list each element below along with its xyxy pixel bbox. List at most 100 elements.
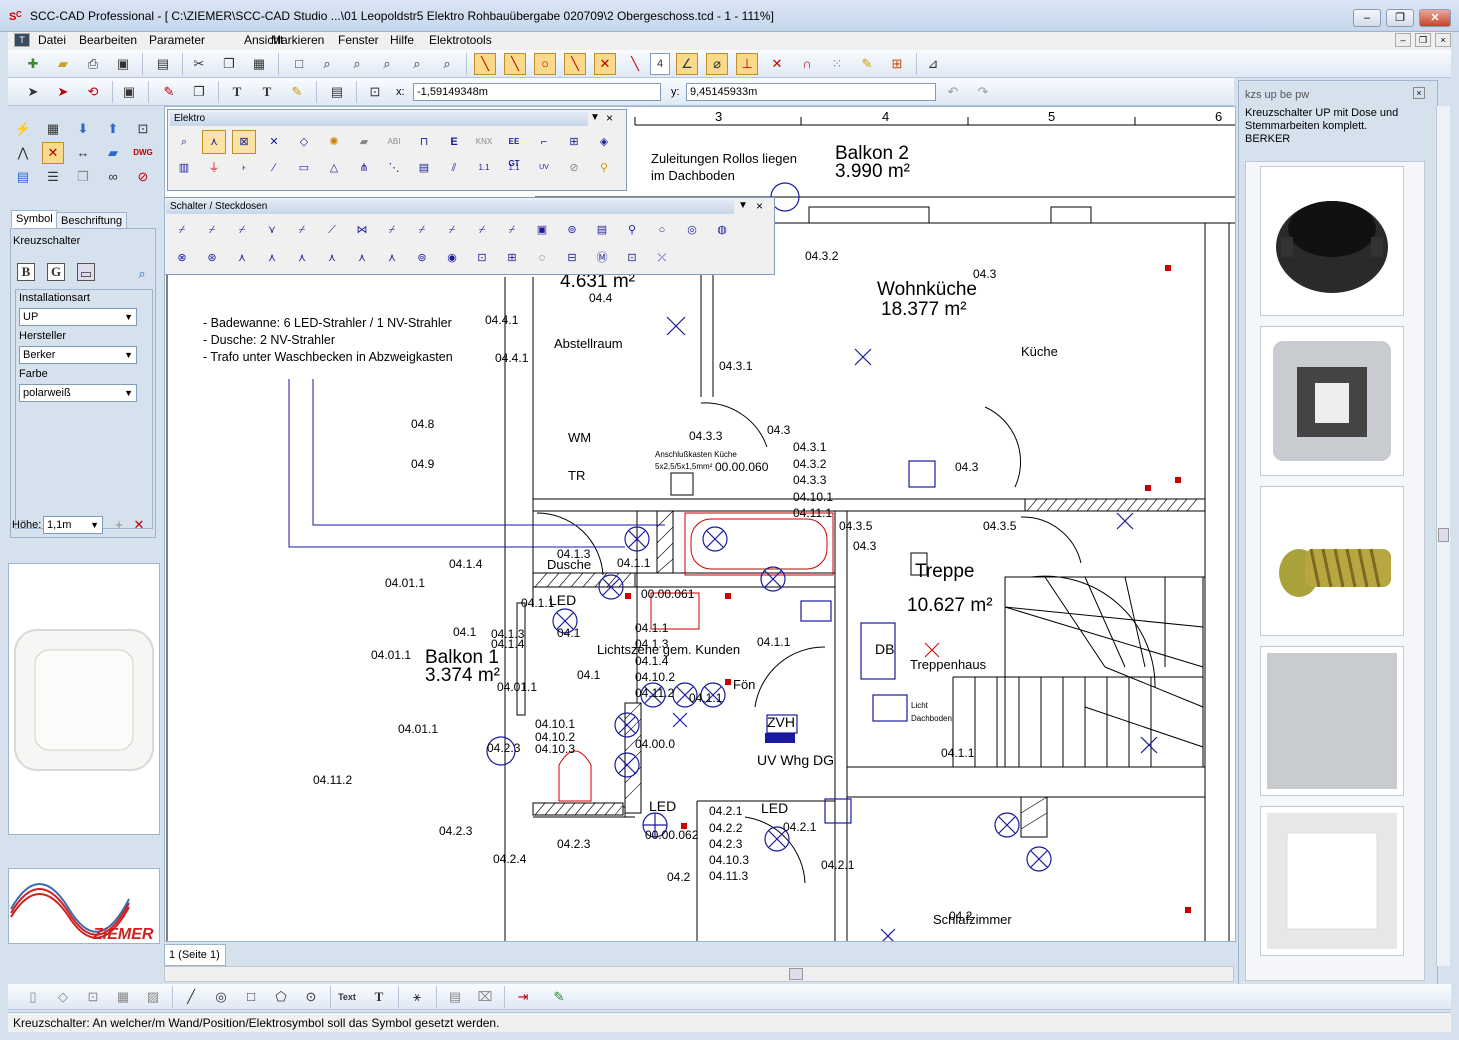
open-folder-icon[interactable]: ▰ (58, 56, 68, 71)
symbol-eegt-icon[interactable]: EE GT (508, 137, 520, 168)
snap-nearest-icon[interactable]: ╲ (631, 56, 639, 71)
switch-symbol-icon[interactable]: ▣ (536, 224, 548, 236)
symbol-11a-icon[interactable]: 1.1 (478, 163, 490, 172)
binoculars-icon[interactable]: ∞ (108, 169, 118, 184)
switch-symbol-icon[interactable]: ⌿ (418, 224, 426, 236)
electrical-symbols[interactable] (486, 182, 1158, 942)
restore-button[interactable]: ❐ (1386, 9, 1414, 27)
select-arrow-icon[interactable]: ➤ (27, 84, 39, 99)
menu-hilfe[interactable]: Hilfe (390, 33, 415, 47)
switch-symbol-icon[interactable]: ⋏ (327, 252, 337, 264)
symbol-slash-icon[interactable]: ⫽ (451, 162, 457, 174)
text-edit-icon[interactable]: T (262, 84, 272, 99)
switch-symbol-icon[interactable]: ⌿ (298, 224, 306, 236)
switch-symbol-icon[interactable]: ⋏ (237, 252, 247, 264)
product-thumb-insert[interactable] (1260, 326, 1404, 476)
scroll-thumb[interactable] (1438, 528, 1449, 542)
product-image-list[interactable] (1245, 161, 1425, 981)
switch-symbol-icon[interactable]: ▤ (596, 224, 608, 236)
elektro-palette-icon[interactable]: ⚡ (14, 121, 32, 136)
zoom-window-icon[interactable]: ⌕ (353, 56, 361, 71)
undo-icon[interactable]: ↶ (947, 84, 959, 99)
switch-symbol-icon[interactable]: ⋏ (387, 252, 397, 264)
list-icon[interactable]: ☰ (47, 169, 59, 184)
circle-tool-icon[interactable]: ⊙ (305, 989, 317, 1004)
symbol-card-icon[interactable]: ▤ (418, 162, 430, 174)
switch-symbol-icon[interactable]: ⋏ (297, 252, 307, 264)
snap-perpendicular-icon[interactable]: ⊥ (736, 53, 758, 75)
symbol-heater-icon[interactable]: ▰ (359, 136, 369, 148)
grid-icon[interactable]: ⁙ (831, 56, 843, 71)
table-tool-icon[interactable]: ▤ (448, 989, 462, 1004)
product-thumb-screw[interactable] (1260, 486, 1404, 636)
horizontal-scrollbar[interactable] (164, 966, 1234, 982)
bold-button[interactable]: B (17, 263, 35, 281)
menu-parameter[interactable]: Parameter (149, 33, 206, 47)
document-icon[interactable]: T (14, 33, 30, 47)
compass-icon[interactable]: ⋀ (17, 145, 29, 160)
symbol-lamp-icon[interactable]: ✺ (329, 136, 339, 148)
drawing-canvas[interactable]: 3 4 5 6 (164, 106, 1236, 942)
switch-symbol-icon[interactable]: ⌿ (448, 224, 456, 236)
symbol-corner-icon[interactable]: ⌐ (540, 136, 548, 148)
angle-tool-icon[interactable]: ⊿ (927, 56, 939, 71)
symbol-panel-icon[interactable]: ⊞ (569, 136, 579, 148)
switch-symbol-icon[interactable]: ○ (658, 224, 666, 236)
snap-angle-icon[interactable]: ∠ (676, 53, 698, 75)
arc-tool-icon[interactable]: ◎ (215, 989, 227, 1004)
symbol-zoom-icon[interactable]: ⌕ (180, 136, 188, 148)
symbol-diode-icon[interactable]: ◇ (299, 136, 309, 148)
switch-symbol-icon[interactable]: ⌿ (178, 224, 186, 236)
menu-markieren[interactable]: Markieren (271, 33, 325, 47)
product-thumb-box[interactable] (1260, 166, 1404, 316)
scroll-thumb[interactable] (789, 968, 803, 980)
symbol-triangle-icon[interactable]: △ (329, 162, 339, 174)
switch-symbol-icon[interactable]: ⟋ (328, 224, 336, 236)
hatch-tool-icon[interactable]: ▨ (146, 989, 160, 1004)
symbol-branch-icon[interactable]: ⋔ (359, 162, 369, 174)
mdi-close-icon[interactable]: × (1435, 33, 1451, 47)
palette-menu-icon[interactable]: ▼ (590, 112, 600, 123)
print-preview-icon[interactable]: ▤ (156, 56, 170, 71)
redo-icon[interactable]: ↷ (977, 84, 989, 99)
search-icon[interactable]: ⌕ (138, 266, 146, 281)
installationsart-select[interactable]: UP▼ (19, 308, 137, 326)
tools-icon[interactable]: ✕ (42, 142, 64, 164)
layer-number-field[interactable]: 4 (650, 53, 670, 75)
tab-symbol[interactable]: Symbol (11, 210, 58, 228)
paste-icon[interactable]: ▦ (252, 56, 266, 71)
menu-elektrotools[interactable]: Elektrotools (429, 33, 492, 47)
mdi-minimize-icon[interactable]: – (1395, 33, 1411, 47)
edit-pencil-icon[interactable]: ✎ (291, 84, 303, 99)
menu-ansicht[interactable]: Ansicht (244, 33, 284, 47)
display-icon[interactable]: ▭ (77, 263, 95, 281)
symbol-ground-icon[interactable]: ⏚ (208, 162, 220, 174)
label-tool-icon[interactable]: ⚹ (413, 989, 421, 1004)
menu-bearbeiten[interactable]: Bearbeiten (79, 33, 138, 47)
page-tab[interactable]: 1 (Seite 1) (164, 944, 226, 966)
pen-tool-icon[interactable]: ✎ (553, 989, 565, 1004)
copy-icon[interactable]: ❐ (223, 56, 235, 71)
arrow-up-icon[interactable]: ⬆ (107, 121, 119, 136)
hoehe-select[interactable]: 1,1m▼ (43, 516, 103, 534)
switch-symbol-icon[interactable]: ⤫ (657, 252, 667, 264)
dwg-icon[interactable]: DWG (133, 148, 153, 157)
switch-symbol-icon[interactable]: ⌿ (478, 224, 486, 236)
copy-layer-icon[interactable]: ❐ (77, 169, 89, 184)
snap-intersection-icon[interactable]: ✕ (594, 53, 616, 75)
zoom-icon[interactable]: ⌕ (323, 56, 331, 71)
layer-icon[interactable]: ▤ (330, 84, 344, 99)
switch-symbol-icon[interactable]: ⌿ (508, 224, 516, 236)
group-button[interactable]: G (47, 263, 65, 281)
switch-symbol-icon[interactable]: ⊗ (177, 252, 187, 264)
symbol-switch-box-icon[interactable]: ⊠ (232, 130, 256, 154)
wall-corner-icon[interactable]: ◇ (58, 989, 68, 1004)
arrow-down-icon[interactable]: ⬇ (77, 121, 89, 136)
switch-symbol-icon[interactable]: ⋎ (267, 224, 277, 236)
snap-endpoint-icon[interactable]: ╲ (564, 53, 586, 75)
save-icon[interactable]: ▣ (116, 56, 130, 71)
symbol-monitor-icon[interactable]: ▭ (298, 162, 310, 174)
room-tool-icon[interactable]: ▦ (116, 989, 130, 1004)
magnet-icon[interactable]: ∩ (802, 56, 812, 71)
coordinate-icon[interactable]: ⊡ (369, 84, 381, 99)
